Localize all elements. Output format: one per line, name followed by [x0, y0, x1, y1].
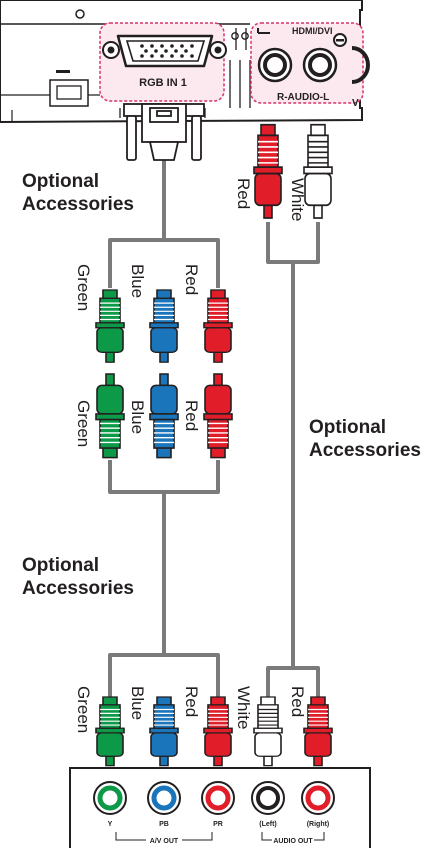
- label-blue-lower: Blue: [128, 400, 147, 434]
- rca-jack-red-icon: [257, 47, 293, 83]
- plug-white-audio-top: [303, 123, 333, 219]
- label-red-upper: Red: [182, 264, 201, 295]
- cables: [108, 160, 320, 697]
- v-label: V: [352, 98, 359, 109]
- label-green-upper: Green: [74, 264, 93, 311]
- vga-plug-icon: [123, 103, 205, 161]
- label-red-lower: Red: [182, 400, 201, 431]
- plug-blue-lower: [149, 373, 179, 459]
- plug-white-source: [253, 696, 283, 767]
- jack-label-left: (Left): [259, 821, 277, 828]
- rca-jack-white-icon: [302, 47, 338, 83]
- plug-labels: Red White Green Blue Red Green Blue Red …: [74, 178, 307, 733]
- label-blue-upper: Blue: [128, 264, 147, 298]
- jack-pb: [147, 781, 181, 815]
- plug-blue-upper: [149, 289, 179, 363]
- label-blue-source: Blue: [128, 686, 147, 720]
- group-label-audio-out: AUDIO OUT: [273, 838, 313, 845]
- group-label-av-out: A/V OUT: [150, 838, 179, 845]
- plug-red-source: [203, 696, 233, 767]
- jack-right: [301, 781, 335, 815]
- jack-label-pr: PR: [213, 821, 223, 828]
- vga-port-icon: [102, 34, 227, 68]
- jack-y: [93, 781, 127, 815]
- plug-red-audio-top: [253, 123, 283, 219]
- label-red-source: Red: [182, 686, 201, 717]
- jack-label-y: Y: [108, 821, 113, 828]
- caption-optional-accessories-right: Optional Accessories: [309, 417, 421, 461]
- audio-in-label: R-AUDIO-L: [277, 92, 329, 103]
- plug-red-upper: [203, 289, 233, 363]
- screw-icon: [75, 9, 85, 19]
- plug-green-upper: [95, 289, 125, 363]
- jack-label-pb: PB: [159, 821, 169, 828]
- label-green-lower: Green: [74, 400, 93, 447]
- plug-green-source: [95, 696, 125, 767]
- plug-green-lower: [95, 373, 125, 459]
- plug-red-lower: [203, 373, 233, 459]
- plug-red-source-audio: [303, 696, 333, 767]
- label-red-audio-top: Red: [234, 178, 253, 209]
- plug-blue-source: [149, 696, 179, 767]
- group-brackets: [115, 832, 325, 841]
- caption-optional-accessories-middle: Optional Accessories: [22, 555, 134, 599]
- caption-optional-accessories-top: Optional Accessories: [22, 171, 134, 215]
- rgb-in-port-highlight: RGB IN 1: [99, 22, 227, 102]
- label-green-source: Green: [74, 686, 93, 733]
- label-red-source-audio: Red: [288, 686, 307, 717]
- label-white-source: White: [234, 686, 253, 729]
- hdmi-label: HDMI/DVI: [292, 26, 333, 36]
- service-port: [49, 70, 89, 107]
- rgb-in-label: RGB IN 1: [139, 77, 187, 89]
- jack-label-right: (Right): [307, 821, 330, 828]
- jack-pr: [201, 781, 235, 815]
- audio-in-port-highlight: HDMI/DVI R-AUDIO-L V: [250, 22, 370, 109]
- jack-left: [251, 781, 285, 815]
- source-device-panel: Y PB PR (Left) (Right) A/V OUT AUDIO OUT: [69, 767, 371, 848]
- label-white-audio-top: White: [288, 178, 307, 221]
